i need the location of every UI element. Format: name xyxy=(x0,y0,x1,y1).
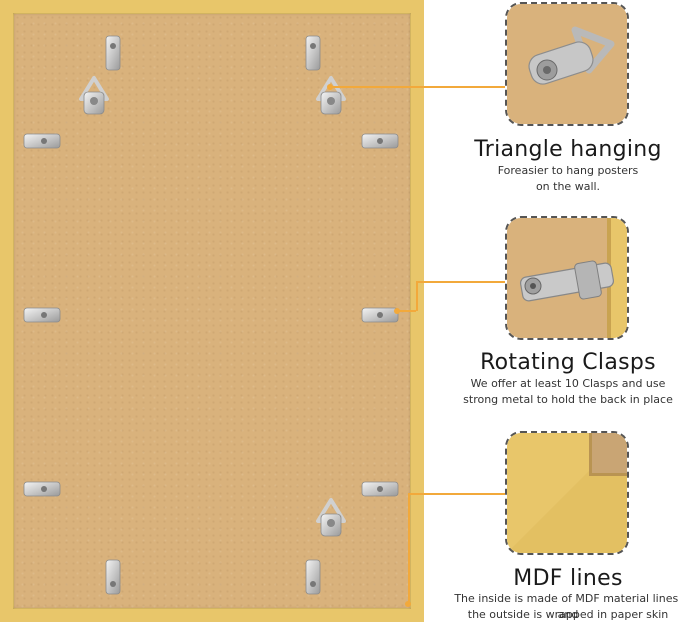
feature-desc-mdf-1: The inside is made of MDF material lines… xyxy=(454,592,679,621)
right-clasp-2-icon xyxy=(361,307,399,323)
rotating-clasp-thumbnail xyxy=(505,216,629,340)
callout-line-3-v xyxy=(408,493,410,603)
left-clasp-1-icon xyxy=(23,133,61,149)
feature-desc-triangle-1: Foreasier to hang posters xyxy=(497,164,639,177)
top-left-clip-icon xyxy=(105,35,121,71)
triangle-hanger-right-icon xyxy=(316,76,346,115)
callout-line-1 xyxy=(331,86,505,88)
feature-title-mdf: MDF lines xyxy=(513,566,623,591)
frame-back-photo xyxy=(0,0,424,622)
triangle-hanger-bottom-icon xyxy=(316,498,346,537)
frame-hardware-overlay xyxy=(23,35,399,595)
left-clasp-3-icon xyxy=(23,481,61,497)
callout-line-3-h xyxy=(408,493,505,495)
bottom-left-clip-icon xyxy=(105,559,121,595)
feature-desc-clasps-1: We offer at least 10 Clasps and use xyxy=(470,377,666,390)
right-clasp-1-icon xyxy=(361,133,399,149)
triangle-hanger-thumbnail xyxy=(505,2,629,126)
frame-backing-board xyxy=(14,14,410,608)
feature-desc-triangle-2: on the wall. xyxy=(535,180,601,193)
callout-line-2-h xyxy=(398,310,416,312)
callout-line-2-h2 xyxy=(416,281,505,283)
mdf-corner-thumbnail xyxy=(505,431,629,555)
triangle-hanger-left-icon xyxy=(79,76,109,115)
left-clasp-2-icon xyxy=(23,307,61,323)
callout-dot-1 xyxy=(327,84,333,90)
callout-line-2-v xyxy=(416,281,418,311)
feature-title-triangle: Triangle hanging xyxy=(474,137,662,162)
feature-title-clasps: Rotating Clasps xyxy=(480,350,656,375)
feature-desc-clasps-2: strong metal to hold the back in place xyxy=(463,393,673,406)
top-right-clip-icon xyxy=(305,35,321,71)
bottom-right-clip-icon xyxy=(305,559,321,595)
callout-dot-3 xyxy=(405,601,411,607)
feature-desc-mdf-2: the outside is wrapped in paper skin xyxy=(467,608,669,621)
right-clasp-3-icon xyxy=(361,481,399,497)
callout-dot-2 xyxy=(394,308,400,314)
